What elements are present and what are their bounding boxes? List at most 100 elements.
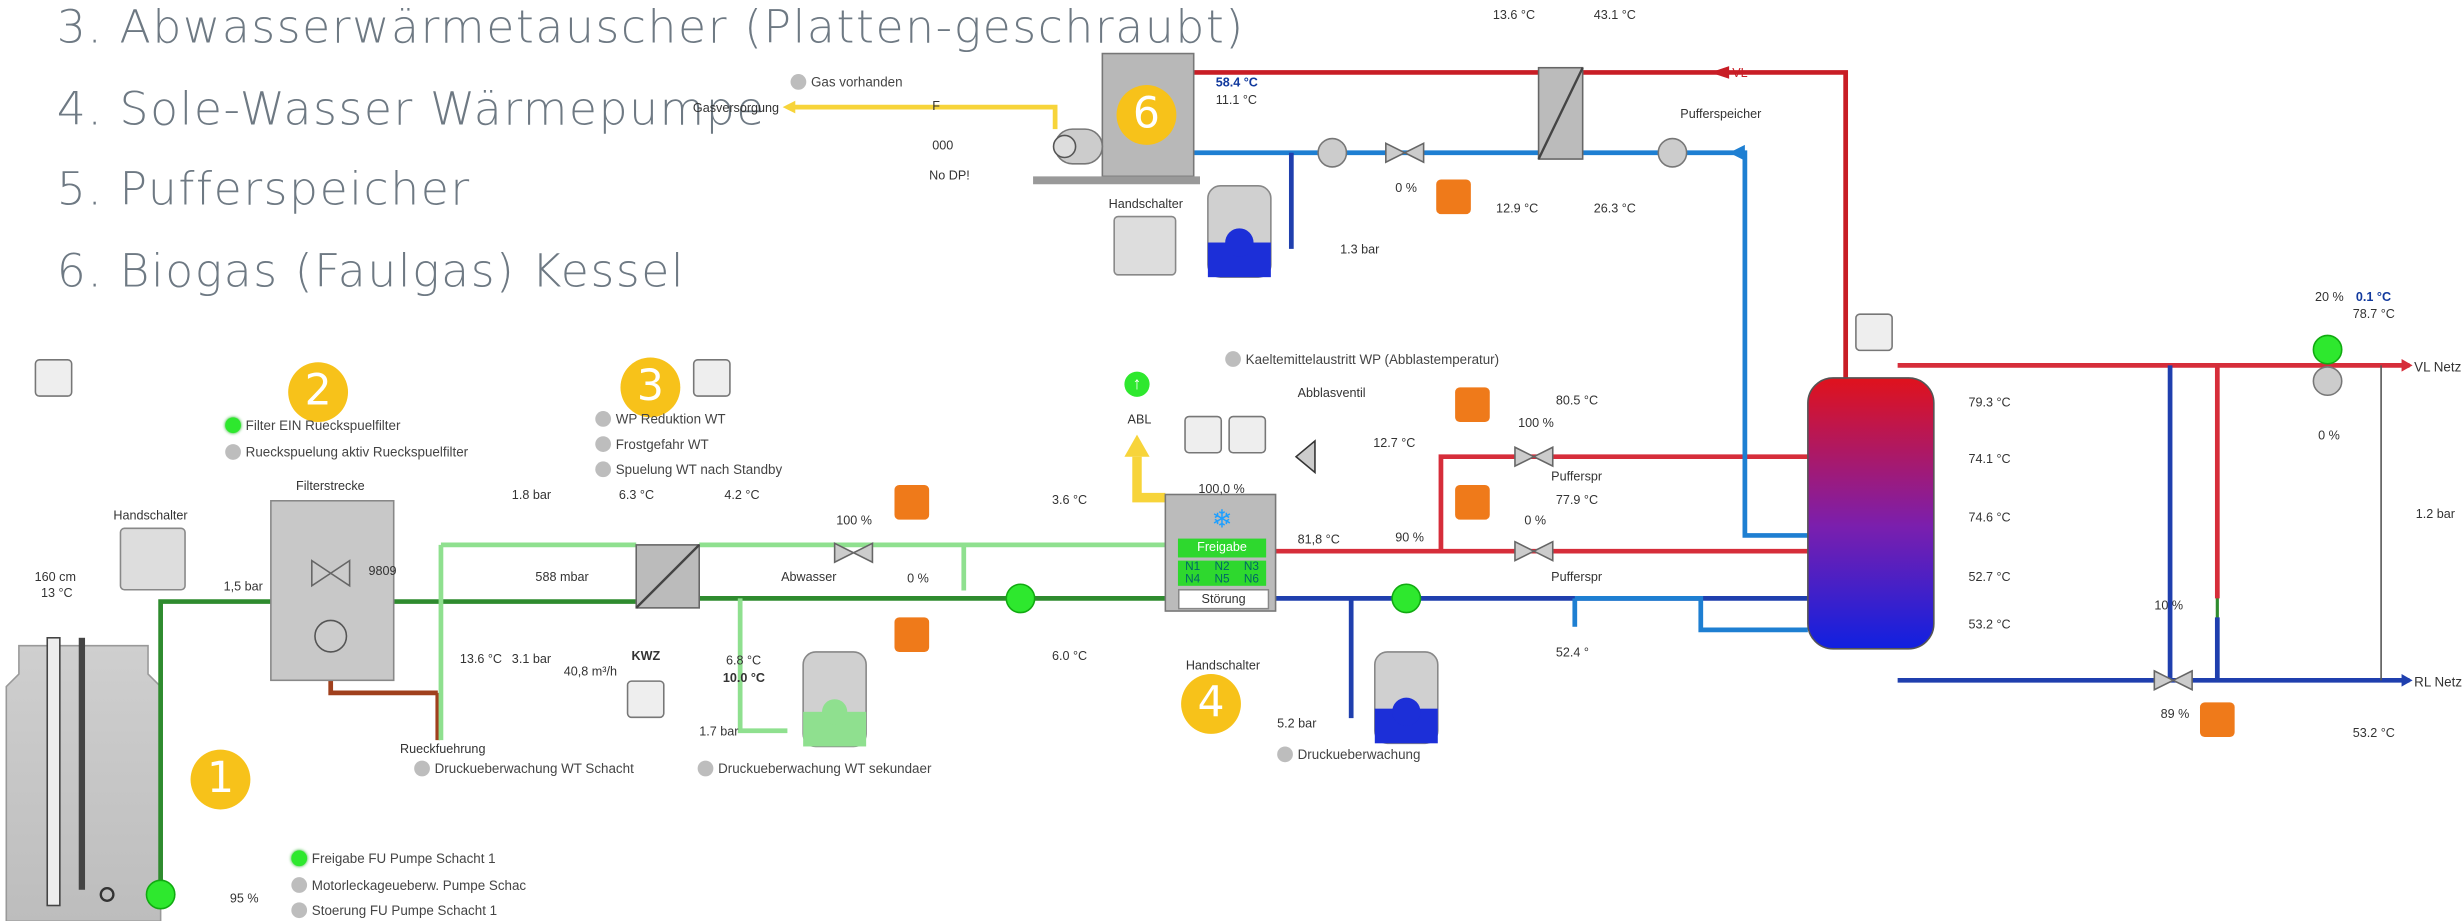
gasversorgung-label: Gasversorgung bbox=[692, 100, 780, 115]
status-spuelung: Spuelung WT nach Standby bbox=[595, 461, 782, 478]
pressure-value: 3.1 bar bbox=[511, 651, 552, 667]
temp-sensor-value: 4.2 °C bbox=[724, 488, 760, 503]
fu-value: 0 % bbox=[2318, 428, 2340, 443]
trend-chart-icon[interactable] bbox=[692, 359, 731, 397]
stage-n3: N3 bbox=[1243, 559, 1259, 574]
temp-sensor-value: 6.0 °C bbox=[1051, 648, 1088, 663]
legend-item-4: 4. Sole-Wasser Wärmepumpe bbox=[56, 81, 766, 136]
faceplate-button[interactable] bbox=[1455, 387, 1490, 423]
status-dot bbox=[595, 461, 612, 478]
status-motorleckage: Motorleckageueberw. Pumpe Schac bbox=[291, 877, 526, 893]
pressure-value: 1.7 bar bbox=[699, 724, 739, 739]
status-dot bbox=[225, 444, 241, 460]
trend-chart-icon[interactable] bbox=[1184, 415, 1223, 454]
trend-chart-icon[interactable] bbox=[34, 359, 73, 397]
temp-sensor-value: 12.9 °C bbox=[1496, 201, 1539, 216]
temp-sensor-value: 81,8 °C bbox=[1297, 532, 1340, 547]
faceplate-button[interactable] bbox=[894, 485, 930, 520]
gas-meter-f: F bbox=[932, 99, 940, 114]
pressure-value: 5.2 bar bbox=[1277, 716, 1317, 731]
flow-value: 40,8 m³/h bbox=[563, 664, 618, 679]
tank-temp-2: 74.1 °C bbox=[1968, 451, 2011, 467]
pump-value: 90 % bbox=[1395, 530, 1424, 545]
status-frostgefahr: Frostgefahr WT bbox=[595, 436, 709, 452]
handschalter-boiler-label: Handschalter bbox=[1108, 196, 1183, 212]
status-druck-sekundaer: Druckueberwachung WT sekundaer bbox=[697, 760, 931, 777]
level-readout: 160 cm bbox=[34, 570, 76, 585]
temp-sensor-value: 6.8 °C bbox=[725, 653, 762, 668]
status-stoerung-fu: Stoerung FU Pumpe Schacht 1 bbox=[291, 902, 497, 919]
filterstrecke-label: Filterstrecke bbox=[296, 478, 365, 493]
pressure-value: 1.3 bar bbox=[1340, 242, 1380, 257]
temp-sensor-value: 78.7 °C bbox=[2352, 307, 2395, 322]
abl-label: ABL bbox=[1127, 412, 1152, 427]
valve-value: 100 % bbox=[1518, 415, 1554, 430]
status-dot bbox=[1225, 351, 1241, 367]
pressure-value: 1.8 bar bbox=[511, 488, 552, 503]
temp-sensor-value: 0.1 °C bbox=[2355, 289, 2392, 304]
pipe-gas bbox=[787, 104, 1058, 130]
temp-sensor-value: 52.4 ° bbox=[1555, 645, 1589, 660]
snowflake-icon: ❄ bbox=[1211, 507, 1233, 534]
trend-chart-icon[interactable] bbox=[1228, 415, 1267, 454]
status-dot bbox=[225, 417, 241, 434]
temp-sensor-value: 80.5 °C bbox=[1555, 393, 1599, 408]
level-probe bbox=[46, 637, 61, 907]
kwz-icon[interactable]: KWZ bbox=[631, 648, 661, 663]
boiler-vl-temp: 58.4 °C bbox=[1215, 75, 1258, 90]
filterstrecke-box bbox=[270, 499, 395, 682]
handschalter-filter[interactable] bbox=[119, 527, 186, 591]
tank-temp-1: 79.3 °C bbox=[1968, 395, 2011, 410]
abl-up-icon: ↑ bbox=[1124, 371, 1150, 397]
valve-value: 89 % bbox=[2160, 707, 2190, 722]
temp-sensor-value: 3.6 °C bbox=[1051, 492, 1088, 508]
vl-label: VL bbox=[1732, 66, 1748, 81]
dp-value: 588 mbar bbox=[535, 570, 589, 585]
valve-value: 0 % bbox=[1524, 513, 1547, 528]
handschalter-filter-label: Handschalter bbox=[113, 508, 188, 523]
tank-temp-4: 52.7 °C bbox=[1968, 570, 2011, 585]
vl-netz-label: VL Netz bbox=[2414, 359, 2462, 375]
trend-chart-icon[interactable] bbox=[1855, 313, 1893, 352]
temp-sensor-value: 6.3 °C bbox=[618, 488, 655, 503]
status-dot bbox=[291, 877, 308, 893]
status-freigabe-fu: Freigabe FU Pumpe Schacht 1 bbox=[291, 850, 496, 867]
legend-item-3: 3. Abwasserwärmetauscher (Platten-geschr… bbox=[56, 0, 1245, 54]
handschalter-boiler[interactable] bbox=[1113, 215, 1177, 276]
badge-2: 2 bbox=[288, 362, 349, 423]
boiler-valve-value: 0 % bbox=[1395, 181, 1418, 196]
status-kaeltemittel: Kaeltemittelaustritt WP (Abblastemperatu… bbox=[1225, 351, 1499, 367]
pufferspr-label-1: Pufferspr bbox=[1551, 469, 1603, 484]
status-dot bbox=[595, 411, 612, 427]
temp-sensor-value: 53.2 °C bbox=[2352, 725, 2395, 741]
temp-sensor-value: 77.9 °C bbox=[1555, 492, 1599, 508]
stoerung-indicator: Störung bbox=[1177, 588, 1270, 610]
status-druck: Druckueberwachung bbox=[1277, 746, 1420, 763]
stage-n6: N6 bbox=[1243, 571, 1259, 586]
temp-sensor-value: 13.6 °C bbox=[1492, 7, 1536, 23]
status-dot bbox=[1277, 746, 1293, 763]
trend-chart-icon[interactable] bbox=[626, 680, 665, 719]
pufferspeicher-label: Pufferspeicher bbox=[1680, 107, 1762, 122]
tank-temp-3: 74.6 °C bbox=[1968, 510, 2011, 525]
temp-sensor-value: 26.3 °C bbox=[1593, 201, 1636, 216]
temp-sensor-value: 43.1 °C bbox=[1593, 7, 1636, 23]
status-dot bbox=[414, 760, 430, 777]
status-dot bbox=[697, 760, 714, 777]
status-dot bbox=[291, 850, 308, 867]
faceplate-button[interactable] bbox=[2199, 702, 2235, 738]
faceplate-button[interactable] bbox=[894, 617, 930, 652]
status-gas-vorhanden: Gas vorhanden bbox=[790, 74, 903, 90]
wp-power-value: 100,0 % bbox=[1198, 481, 1245, 497]
stage-n5: N5 bbox=[1214, 571, 1230, 586]
valve-value: 0 % bbox=[907, 571, 929, 586]
pufferspr-label-2: Pufferspr bbox=[1551, 570, 1603, 585]
faceplate-button[interactable] bbox=[1436, 179, 1471, 215]
temp-sensor-value: 12.7 °C bbox=[1373, 436, 1416, 451]
faceplate-button[interactable] bbox=[1455, 485, 1490, 520]
badge-3: 3 bbox=[620, 357, 681, 418]
fu-value: 95 % bbox=[229, 891, 259, 906]
fu-value: 20 % bbox=[2314, 289, 2344, 304]
